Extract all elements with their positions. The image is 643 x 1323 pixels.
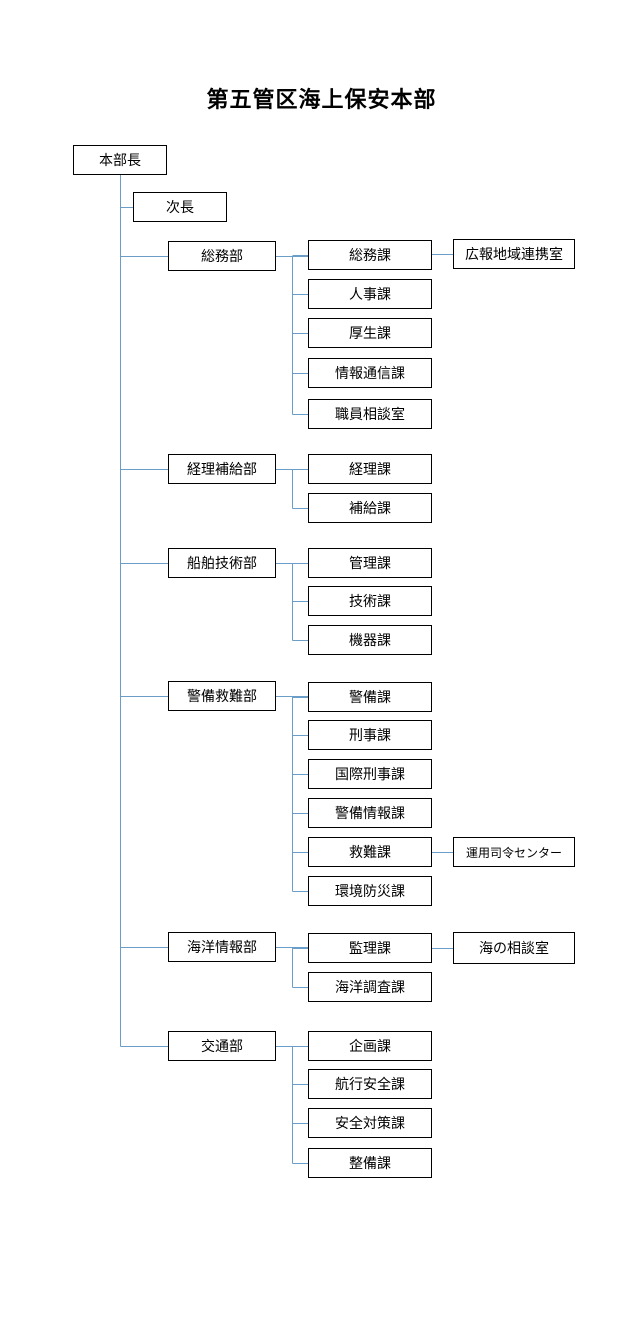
dept-box-soumu: 総務部: [168, 241, 276, 271]
section-label: 警備情報課: [335, 806, 405, 822]
dept-box-kaiyo-joho: 海洋情報部: [168, 932, 276, 962]
dept-box-kotsu: 交通部: [168, 1031, 276, 1061]
dept-label: 交通部: [201, 1039, 243, 1055]
dept-box-keibi-kyunan: 警備救難部: [168, 681, 276, 711]
section-label: 管理課: [349, 556, 391, 572]
section-box: 経理課: [308, 454, 432, 484]
section-label: 補給課: [349, 501, 391, 517]
section-label: 技術課: [349, 594, 391, 610]
subunit-box: 広報地域連携室: [453, 239, 575, 269]
dept-label: 警備救難部: [187, 689, 257, 705]
section-box: 企画課: [308, 1031, 432, 1061]
chief-label: 本部長: [99, 153, 141, 169]
section-box: 管理課: [308, 548, 432, 578]
section-box: 人事課: [308, 279, 432, 309]
section-label: 機器課: [349, 633, 391, 649]
section-box: 情報通信課: [308, 358, 432, 388]
section-label: 情報通信課: [335, 366, 405, 382]
dept-box-keiri-hokyu: 経理補給部: [168, 454, 276, 484]
section-box: 補給課: [308, 493, 432, 523]
section-label: 整備課: [349, 1156, 391, 1172]
subunit-label: 広報地域連携室: [465, 247, 563, 263]
section-label: 監理課: [349, 941, 391, 957]
dept-label: 船舶技術部: [187, 556, 257, 572]
section-label: 総務課: [349, 248, 391, 264]
section-box: 国際刑事課: [308, 759, 432, 789]
deputy-box: 次長: [133, 192, 227, 222]
dept-label: 経理補給部: [187, 462, 257, 478]
section-box: 安全対策課: [308, 1108, 432, 1138]
section-box: 航行安全課: [308, 1069, 432, 1099]
section-label: 人事課: [349, 287, 391, 303]
section-box: 総務課: [308, 240, 432, 270]
section-label: 刑事課: [349, 728, 391, 744]
section-box: 技術課: [308, 586, 432, 616]
subunit-label: 海の相談室: [479, 941, 549, 957]
subunit-box: 海の相談室: [453, 932, 575, 964]
dept-label: 海洋情報部: [187, 940, 257, 956]
section-box: 警備情報課: [308, 798, 432, 828]
section-label: 海洋調査課: [335, 980, 405, 996]
section-box: 機器課: [308, 625, 432, 655]
dept-label: 総務部: [201, 249, 243, 265]
dept-box-senpaku-gijutsu: 船舶技術部: [168, 548, 276, 578]
section-box: 厚生課: [308, 318, 432, 348]
section-label: 企画課: [349, 1039, 391, 1055]
section-box: 環境防災課: [308, 876, 432, 906]
section-box: 監理課: [308, 933, 432, 963]
section-box: 職員相談室: [308, 399, 432, 429]
chief-box: 本部長: [73, 145, 167, 175]
section-label: 警備課: [349, 690, 391, 706]
section-label: 救難課: [349, 845, 391, 861]
section-box: 整備課: [308, 1148, 432, 1178]
section-label: 厚生課: [349, 326, 391, 342]
section-label: 国際刑事課: [335, 767, 405, 783]
section-box: 救難課: [308, 837, 432, 867]
section-label: 安全対策課: [335, 1116, 405, 1132]
section-label: 経理課: [349, 462, 391, 478]
section-label: 職員相談室: [335, 407, 405, 423]
subunit-box: 運用司令センター: [453, 837, 575, 867]
deputy-label: 次長: [166, 200, 194, 216]
subunit-label: 運用司令センター: [465, 845, 562, 860]
section-label: 航行安全課: [335, 1077, 405, 1093]
section-label: 環境防災課: [335, 884, 405, 900]
page-title: 第五管区海上保安本部: [206, 88, 437, 113]
section-box: 刑事課: [308, 720, 432, 750]
section-box: 警備課: [308, 682, 432, 712]
section-box: 海洋調査課: [308, 972, 432, 1002]
